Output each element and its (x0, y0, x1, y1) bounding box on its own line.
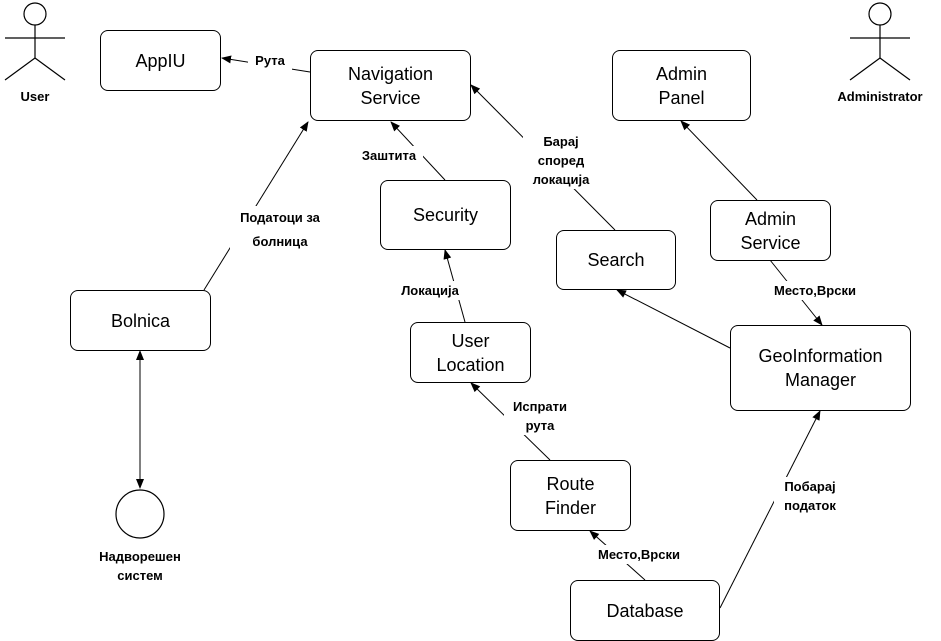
edge-database-to-geo (719, 410, 821, 609)
search-node[interactable]: Search (556, 230, 676, 290)
user-location-node[interactable]: User Location (410, 322, 531, 383)
edge-label-mesto-admin: Место,Врски (766, 281, 864, 300)
edge-label-podatoci: Податоци за болница (230, 206, 330, 254)
administrator-actor-label: Administrator (837, 89, 923, 104)
edge-label-pobaraj: Побарај податок (774, 477, 846, 515)
edge-label-mesto-db: Место,Врски (590, 545, 688, 564)
geoinformation-manager-node[interactable]: GeoInformation Manager (730, 325, 911, 411)
edge-adminservice-to-panel (680, 120, 758, 201)
user-actor-icon (4, 2, 66, 81)
administrator-actor-icon (849, 2, 911, 81)
admin-panel-node[interactable]: Admin Panel (612, 50, 751, 121)
user-actor-label: User (20, 89, 50, 104)
database-node[interactable]: Database (570, 580, 720, 641)
external-system-icon (115, 489, 165, 539)
edge-label-lokacija: Локација (394, 281, 466, 300)
admin-service-node[interactable]: Admin Service (710, 200, 831, 261)
bolnica-node[interactable]: Bolnica (70, 290, 211, 351)
navigation-service-node[interactable]: Navigation Service (310, 50, 471, 121)
edge-label-zashtita: Заштита (355, 146, 423, 165)
edge-label-isprati: Испрати рута (504, 397, 576, 435)
edge-geo-to-search (616, 289, 731, 349)
edge-label-ruta: Рута (248, 51, 292, 70)
appiu-node[interactable]: AppIU (100, 30, 221, 91)
edge-label-baraj: Барај според локација (523, 132, 599, 189)
security-node[interactable]: Security (380, 180, 511, 250)
external-system-label: Надворешен систем (99, 549, 181, 583)
route-finder-node[interactable]: Route Finder (510, 460, 631, 531)
